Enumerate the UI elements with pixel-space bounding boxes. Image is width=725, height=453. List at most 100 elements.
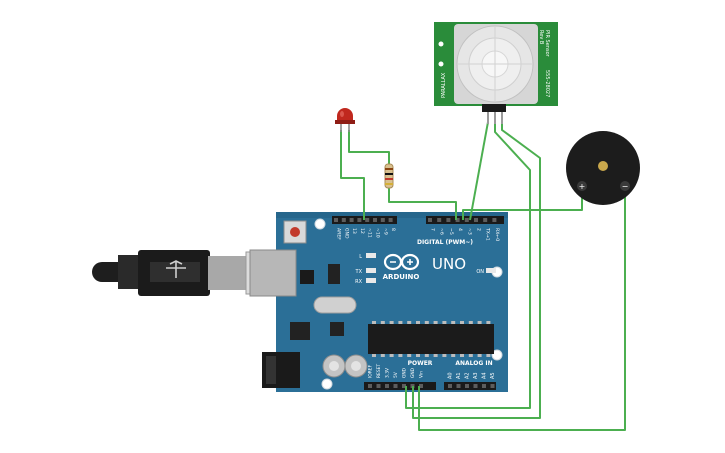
digital-pin-hole[interactable] xyxy=(380,218,385,222)
chip-pin xyxy=(451,354,456,357)
power-pin-label: GND xyxy=(410,367,416,378)
crystal-oscillator xyxy=(313,296,357,314)
digital-pin-label: ~5 xyxy=(448,228,454,235)
digital-pin-label: RX←0 xyxy=(494,228,500,241)
chip-pin xyxy=(477,321,482,324)
chip-pin xyxy=(460,321,464,324)
led-on-indicator xyxy=(486,268,496,273)
led-rx-label: RX xyxy=(355,279,362,285)
led-l-indicator xyxy=(366,253,376,258)
buzzer-plus-label: + xyxy=(579,182,586,191)
pir-revision: Rev B xyxy=(538,30,544,45)
power-pin-hole[interactable] xyxy=(402,384,406,388)
analog-pin-hole[interactable] xyxy=(465,384,469,388)
power-pin-label: RESET xyxy=(376,364,382,378)
power-pin-hole[interactable] xyxy=(385,384,389,388)
digital-pin-hole[interactable] xyxy=(474,218,478,222)
pir-sensor[interactable]: PARALLAX PIR Sensor Rev B 555-28027 xyxy=(434,22,558,124)
chip-pin xyxy=(407,321,412,324)
analog-pin-label: A1 xyxy=(456,372,462,379)
chip-pin xyxy=(424,354,429,357)
power-pin-label: GND xyxy=(402,367,408,378)
power-pin-hole[interactable] xyxy=(376,384,381,388)
digital-pin-hole[interactable] xyxy=(341,218,346,222)
digital-pin-hole[interactable] xyxy=(446,218,451,222)
analog-pin-label: A5 xyxy=(490,372,496,379)
chip-pin xyxy=(442,321,447,324)
analog-pin-label: A2 xyxy=(465,372,471,379)
analog-pin-hole[interactable] xyxy=(482,384,486,388)
chip-pin xyxy=(389,354,394,357)
chip-pin xyxy=(468,321,473,324)
digital-pin-hole[interactable] xyxy=(357,218,362,222)
wire-led-gnd[interactable] xyxy=(340,130,365,220)
digital-pin-hole[interactable] xyxy=(437,218,442,222)
digital-pin-hole[interactable] xyxy=(464,218,469,222)
digital-pin-hole[interactable] xyxy=(492,218,497,222)
digital-pin-hole[interactable] xyxy=(388,218,393,222)
pir-pin-header xyxy=(482,104,506,112)
digital-pin-hole[interactable] xyxy=(334,218,338,222)
chip-pin xyxy=(416,321,420,324)
wire-buzzer-minus[interactable] xyxy=(418,193,626,431)
led-tx-indicator xyxy=(366,268,376,273)
pir-brand: PARALLAX xyxy=(441,72,447,98)
power-header xyxy=(364,382,436,390)
chip-pin xyxy=(398,354,403,357)
wire-buzzer-plus[interactable] xyxy=(462,193,583,220)
analog-pin-hole[interactable] xyxy=(448,384,452,388)
resistor[interactable] xyxy=(384,163,394,189)
piezo-buzzer[interactable]: + − xyxy=(566,131,640,205)
chip-pin xyxy=(372,321,376,324)
digital-pin-hole[interactable] xyxy=(365,218,370,222)
chip-pin xyxy=(460,354,464,357)
arduino-logo xyxy=(383,253,420,271)
red-led[interactable] xyxy=(335,108,355,132)
chip-pin xyxy=(372,354,376,357)
power-header-label: POWER xyxy=(408,360,433,367)
digital-pin-label: 4 xyxy=(457,228,463,231)
power-pin-hole[interactable] xyxy=(393,384,398,388)
wire-pir-gnd[interactable] xyxy=(412,122,541,419)
digital-pin-hole[interactable] xyxy=(455,218,460,222)
microcontroller-chip xyxy=(368,324,494,354)
analog-pin-label: A0 xyxy=(448,372,454,379)
digital-pin-label: ~3 xyxy=(466,228,472,235)
analog-pin-hole[interactable] xyxy=(473,384,478,388)
buzzer-center xyxy=(598,161,608,171)
digital-pin-hole[interactable] xyxy=(373,218,377,222)
chip-pin xyxy=(468,354,473,357)
digital-pin-label: 13 xyxy=(351,228,357,234)
wire-pir-vcc[interactable] xyxy=(405,122,531,409)
power-pin-hole[interactable] xyxy=(368,384,372,388)
usb-icon xyxy=(166,260,186,278)
analog-pin-label: A4 xyxy=(482,372,488,379)
digital-pin-label: GND xyxy=(343,228,349,239)
power-pin-hole[interactable] xyxy=(419,384,423,388)
analog-pin-label: A3 xyxy=(473,372,479,379)
chip-pin xyxy=(380,321,385,324)
analog-pin-hole[interactable] xyxy=(456,384,461,388)
chip-pin xyxy=(380,354,385,357)
wire-resistor-pin4[interactable] xyxy=(388,188,457,220)
wire-pir-out[interactable] xyxy=(469,121,489,221)
chip-pin xyxy=(433,321,438,324)
chip-pin xyxy=(389,321,394,324)
digital-pin-label: ~10 xyxy=(375,228,381,238)
digital-pin-hole[interactable] xyxy=(483,218,488,222)
digital-pin-label: ~6 xyxy=(439,228,445,235)
analog-pin-hole[interactable] xyxy=(490,384,495,388)
on-label: ON xyxy=(476,269,484,275)
digital-pin-hole[interactable] xyxy=(428,218,432,222)
digital-pin-label: ~11 xyxy=(367,228,373,238)
wire-led-resistor[interactable] xyxy=(348,130,390,164)
chip-pin xyxy=(442,354,447,357)
power-pin-label: 3.3V xyxy=(385,368,391,378)
chip-pin xyxy=(433,354,438,357)
digital-pin-label: 12 xyxy=(359,228,365,234)
voltage-regulator xyxy=(290,322,310,340)
digital-pin-label: TX→1 xyxy=(485,227,491,241)
digital-pin-hole[interactable] xyxy=(349,218,354,222)
